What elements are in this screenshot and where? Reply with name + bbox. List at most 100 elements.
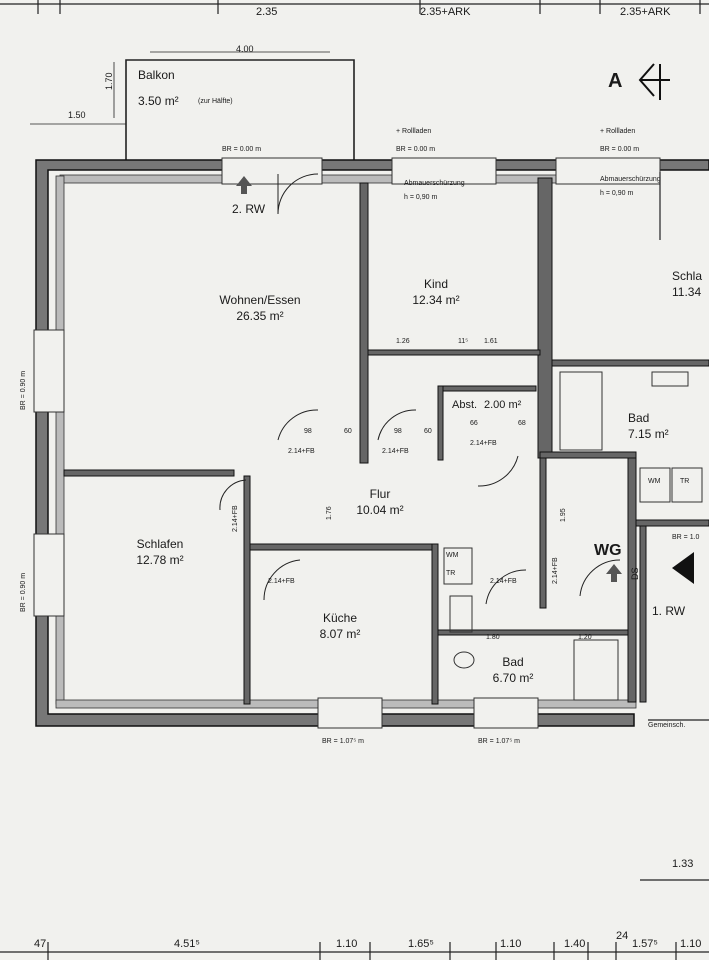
door-label-2: 2.14+FB (382, 448, 409, 455)
tr-label-lower: TR (446, 570, 456, 577)
right-dimension: 1.33 (672, 858, 694, 870)
room-area: 12.78 m² (136, 553, 184, 567)
bottom-dimension-9: 1.10 (680, 938, 702, 950)
interior-walls (63, 177, 709, 705)
rw1-label: 1. RW (652, 604, 686, 618)
door-label-7: 2.14+FB (552, 557, 559, 584)
rollladen-1: + Rollladen (396, 128, 432, 135)
rollladen-2: + Rollladen (600, 128, 636, 135)
door-swings (219, 173, 621, 605)
dim-98-1: 98 (304, 428, 312, 435)
room-abst-area: 2.00 m² (484, 399, 522, 411)
room-name: Bad (502, 655, 524, 669)
room-schlafen-right: Schla 11.34 (672, 268, 709, 300)
dim-66: 66 (470, 420, 478, 427)
abmauer-2: Abmauerschürzung (600, 176, 661, 183)
room-name: Flur (369, 487, 391, 501)
sanitary-fixtures (443, 371, 703, 701)
room-name: Schlafen (136, 537, 184, 551)
br-bottom-2: BR = 1.07⁵ m (478, 738, 521, 745)
rw-arrow-icon (236, 176, 252, 194)
dim-1-76: 1.76 (326, 506, 333, 520)
entrance-arrow-icon (672, 552, 694, 584)
bottom-dimension-5: 1.10 (500, 938, 522, 950)
balcony-width: 4.00 (236, 44, 254, 54)
door-label-4: 2.14+FB (232, 505, 239, 532)
bottom-dimension-8: 1.57⁵ (632, 938, 658, 950)
tr-label-upper: TR (680, 478, 690, 485)
dim-1-26: 1.26 (396, 338, 410, 345)
section-arrow-icon (638, 63, 670, 100)
dim-60-1: 60 (344, 428, 352, 435)
door-label-6: 2.14+FB (490, 578, 517, 585)
wm-label-lower: WM (446, 552, 459, 559)
br-top-1: BR = 0.00 m (396, 146, 436, 153)
abmauer-h1: h = 0,90 m (404, 194, 438, 201)
room-area: 7.15 m² (628, 427, 669, 441)
section-marker: A (608, 70, 623, 92)
wm-label-upper: WM (648, 478, 661, 485)
br-bottom-1: BR = 1.07⁵ m (322, 738, 365, 745)
ds-label: DS (630, 567, 640, 580)
dim-1-20: 1.20 (578, 634, 592, 641)
room-area: 12.34 m² (412, 293, 460, 307)
right-partial-walls (640, 172, 709, 881)
room-bad-lower: Bad 6.70 m² (478, 654, 548, 686)
dim-1-80: 1.80 (486, 634, 500, 641)
balcony-note: (zur Hälfte) (198, 98, 233, 105)
balcony-offset: 1.50 (68, 110, 86, 120)
gemeinsch-label: Gemeinsch. (648, 722, 686, 729)
dim-1-95: 1.95 (560, 508, 567, 522)
balcony-depth: 1.70 (104, 72, 114, 90)
dim-11-5: 11⁵ (458, 338, 469, 345)
br-top-2: BR = 0.00 m (600, 146, 640, 153)
room-name: Bad (628, 411, 650, 425)
balcony-area: 3.50 m² (138, 94, 179, 108)
br-right: BR = 1.0 (672, 534, 700, 541)
rw1-arrow-icon (606, 564, 622, 582)
dim-98-2: 98 (394, 428, 402, 435)
room-abst-name: Abst. (452, 399, 478, 411)
top-dimension-line (0, 0, 709, 14)
room-schlafen: Schlafen 12.78 m² (112, 536, 208, 568)
wg-label: WG (594, 542, 622, 559)
room-name: Schla (672, 269, 703, 283)
room-flur: Flur 10.04 m² (340, 486, 420, 518)
top-dimension-2: 2.35+ARK (420, 6, 471, 18)
bottom-dimension-4: 1.65⁵ (408, 938, 434, 950)
bottom-dimension-3: 1.10 (336, 938, 358, 950)
room-area: 11.34 (672, 285, 702, 299)
top-dimension-1: 2.35 (256, 6, 278, 18)
bottom-dimension-1: 47 (34, 938, 47, 950)
dim-1-61: 1.61 (484, 338, 498, 345)
br-balcony: BR = 0.00 m (222, 146, 262, 153)
dim-60-2: 60 (424, 428, 432, 435)
room-name: Küche (322, 611, 358, 625)
room-area: 6.70 m² (492, 671, 534, 685)
room-wohnen-essen: Wohnen/Essen 26.35 m² (200, 292, 320, 324)
abmauer-1: Abmauerschürzung (404, 180, 465, 187)
room-bad-upper: Bad 7.15 m² (628, 410, 698, 442)
bottom-dimension-2: 4.51⁵ (174, 938, 200, 950)
room-kind: Kind 12.34 m² (396, 276, 476, 308)
door-label-1: 2.14+FB (288, 448, 315, 455)
door-label-5: 2.14+FB (268, 578, 295, 585)
room-area: 8.07 m² (319, 627, 361, 641)
top-dimension-3: 2.35+ARK (620, 6, 671, 18)
room-area: 26.35 m² (236, 309, 284, 323)
balcony-outline (30, 51, 355, 160)
room-area: 10.04 m² (356, 503, 404, 517)
bottom-dimension-7: 24 (616, 930, 629, 942)
room-kueche: Küche 8.07 m² (300, 610, 380, 642)
dim-68: 68 (518, 420, 526, 427)
door-label-3: 2.14+FB (470, 440, 497, 447)
outer-walls (33, 157, 709, 729)
bottom-dimension-line (0, 942, 709, 960)
abmauer-h2: h = 0,90 m (600, 190, 634, 197)
br-left-1: BR = 0.90 m (20, 370, 27, 410)
room-name: Kind (423, 277, 449, 291)
rw2-label: 2. RW (232, 202, 266, 216)
room-name: Wohnen/Essen (219, 293, 301, 307)
bottom-dimension-6: 1.40 (564, 938, 586, 950)
